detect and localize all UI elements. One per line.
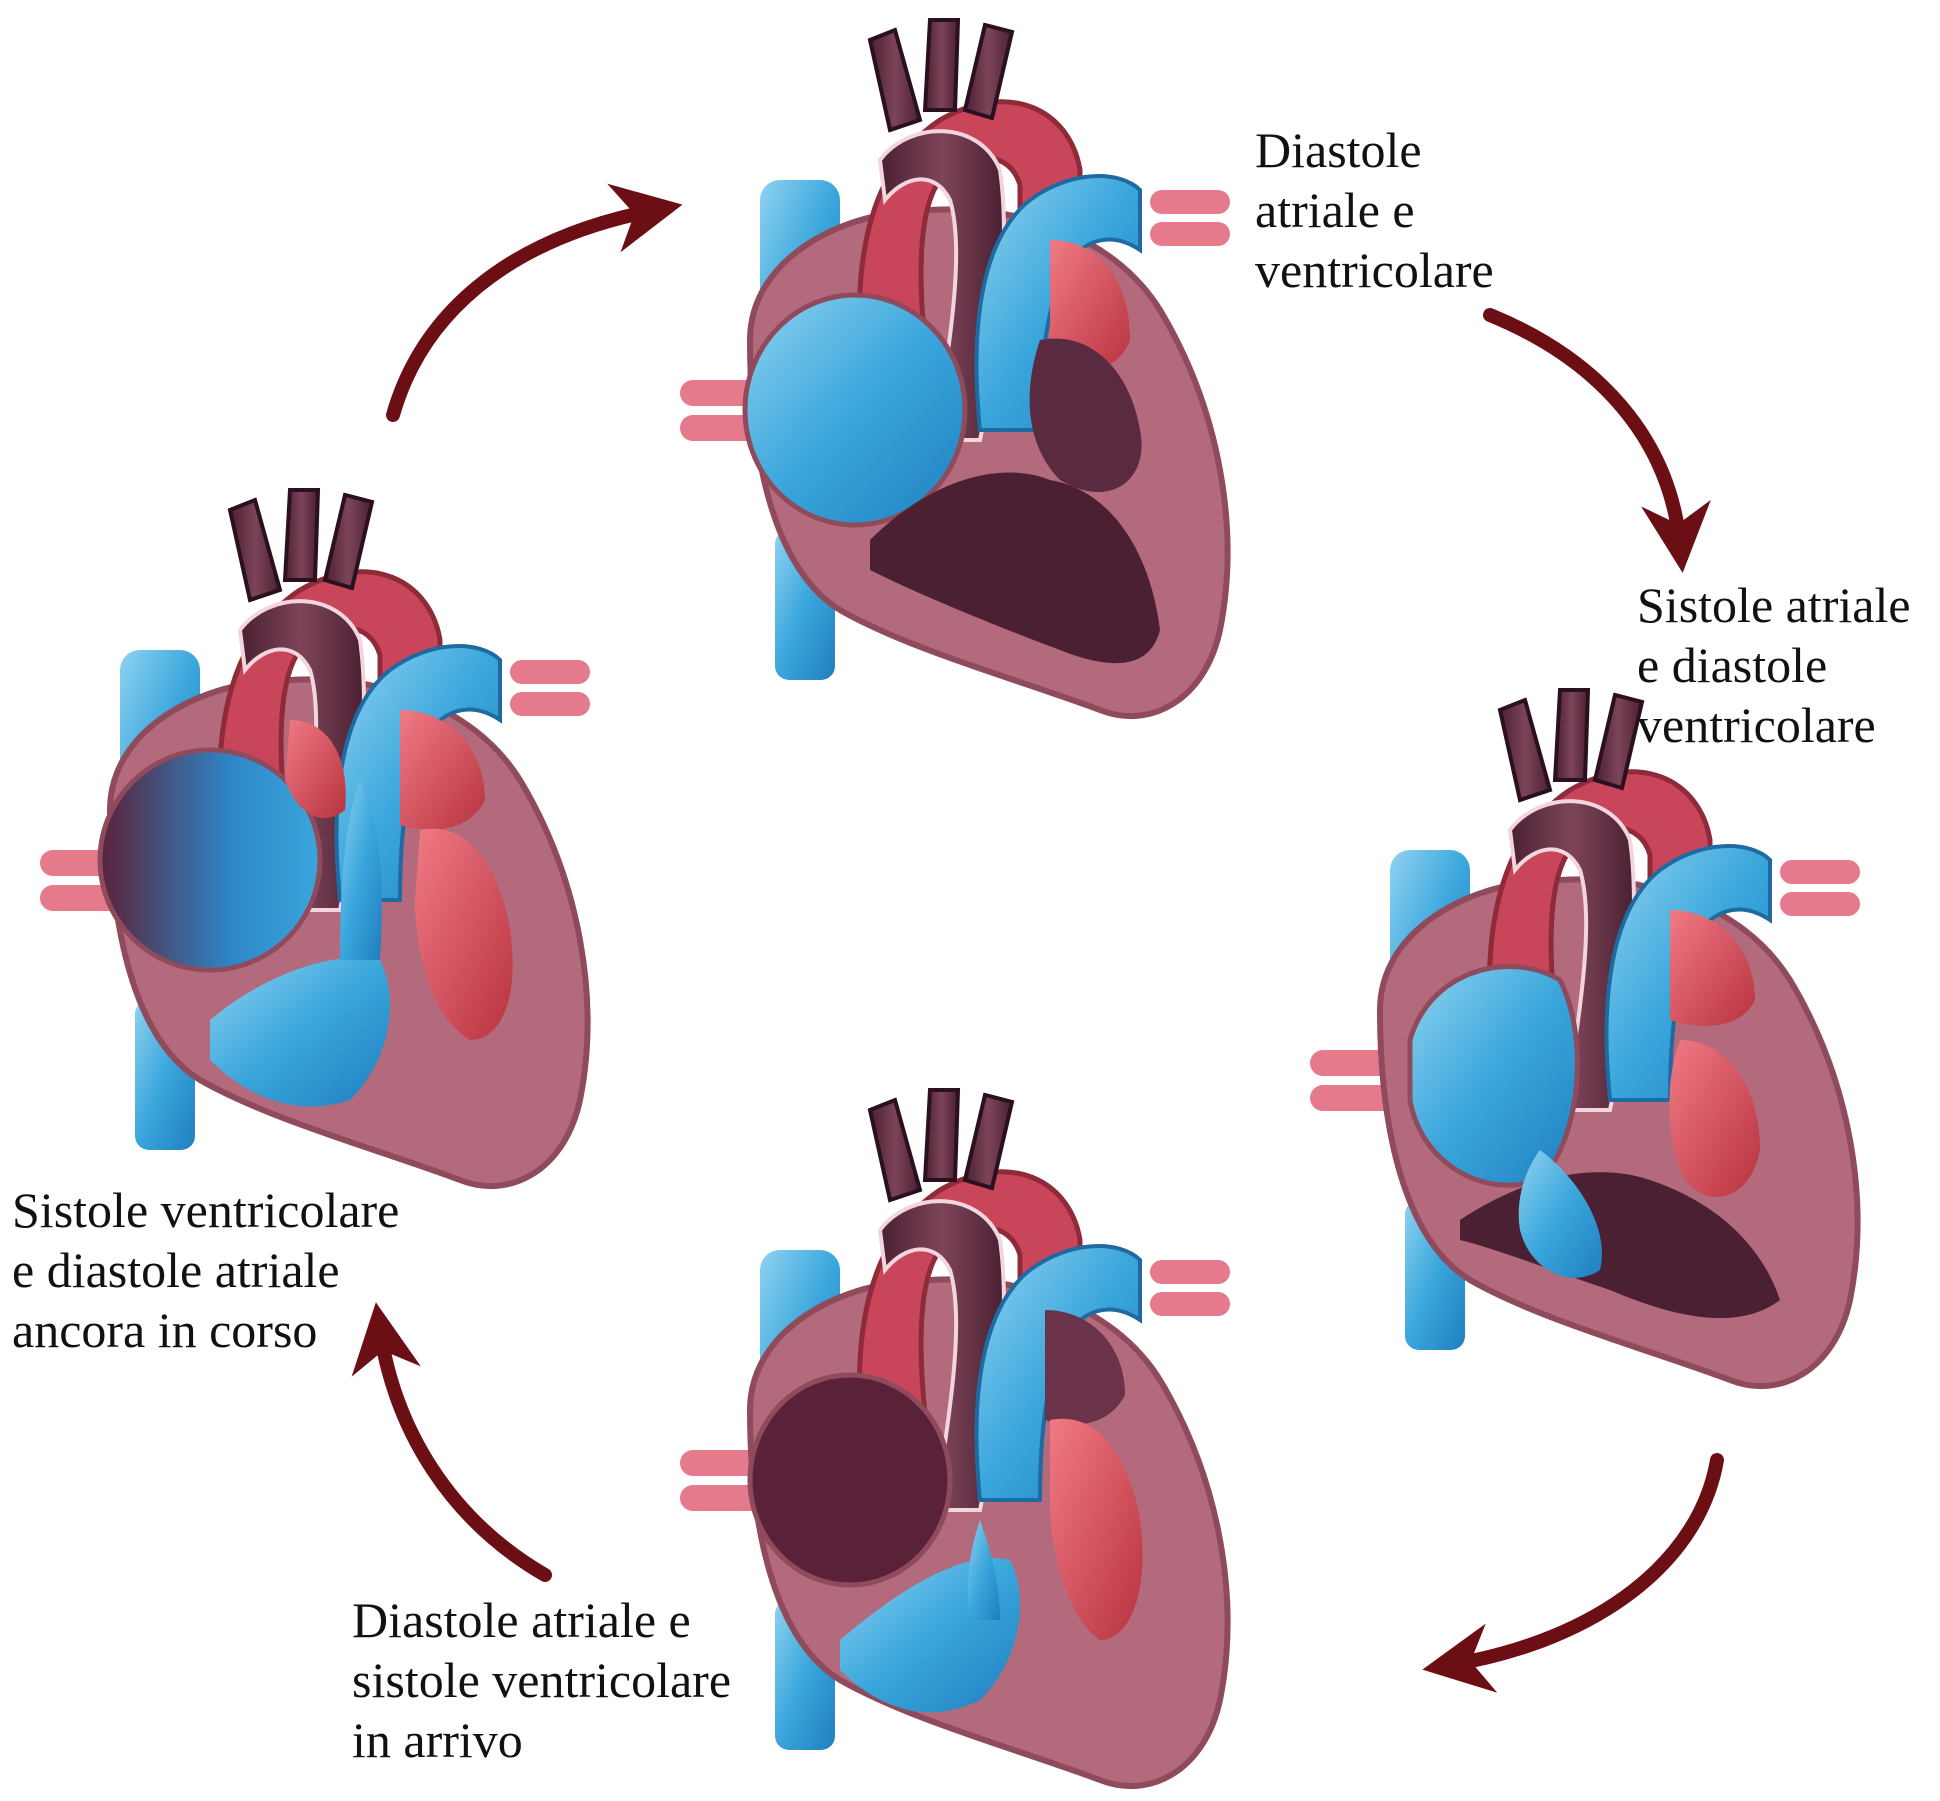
heart-left (40, 490, 590, 1186)
stage-label-top: Diastole atriale e ventricolare (1255, 120, 1494, 300)
curved-arrow-icon (393, 210, 655, 415)
heart-right (1310, 690, 1860, 1386)
curved-arrow-icon (1490, 315, 1680, 545)
stage-label-left: Sistole ventricolare e diastole atriale … (12, 1180, 399, 1360)
heart-top (680, 20, 1230, 716)
stage-label-bottom: Diastole atriale e sistole ventricolare … (352, 1590, 731, 1770)
heart-bottom (680, 1090, 1230, 1786)
stage-label-right: Sistole atriale e diastole ventricolare (1637, 575, 1911, 755)
curved-arrow-icon (1450, 1460, 1717, 1665)
curved-arrow-icon (380, 1330, 545, 1575)
